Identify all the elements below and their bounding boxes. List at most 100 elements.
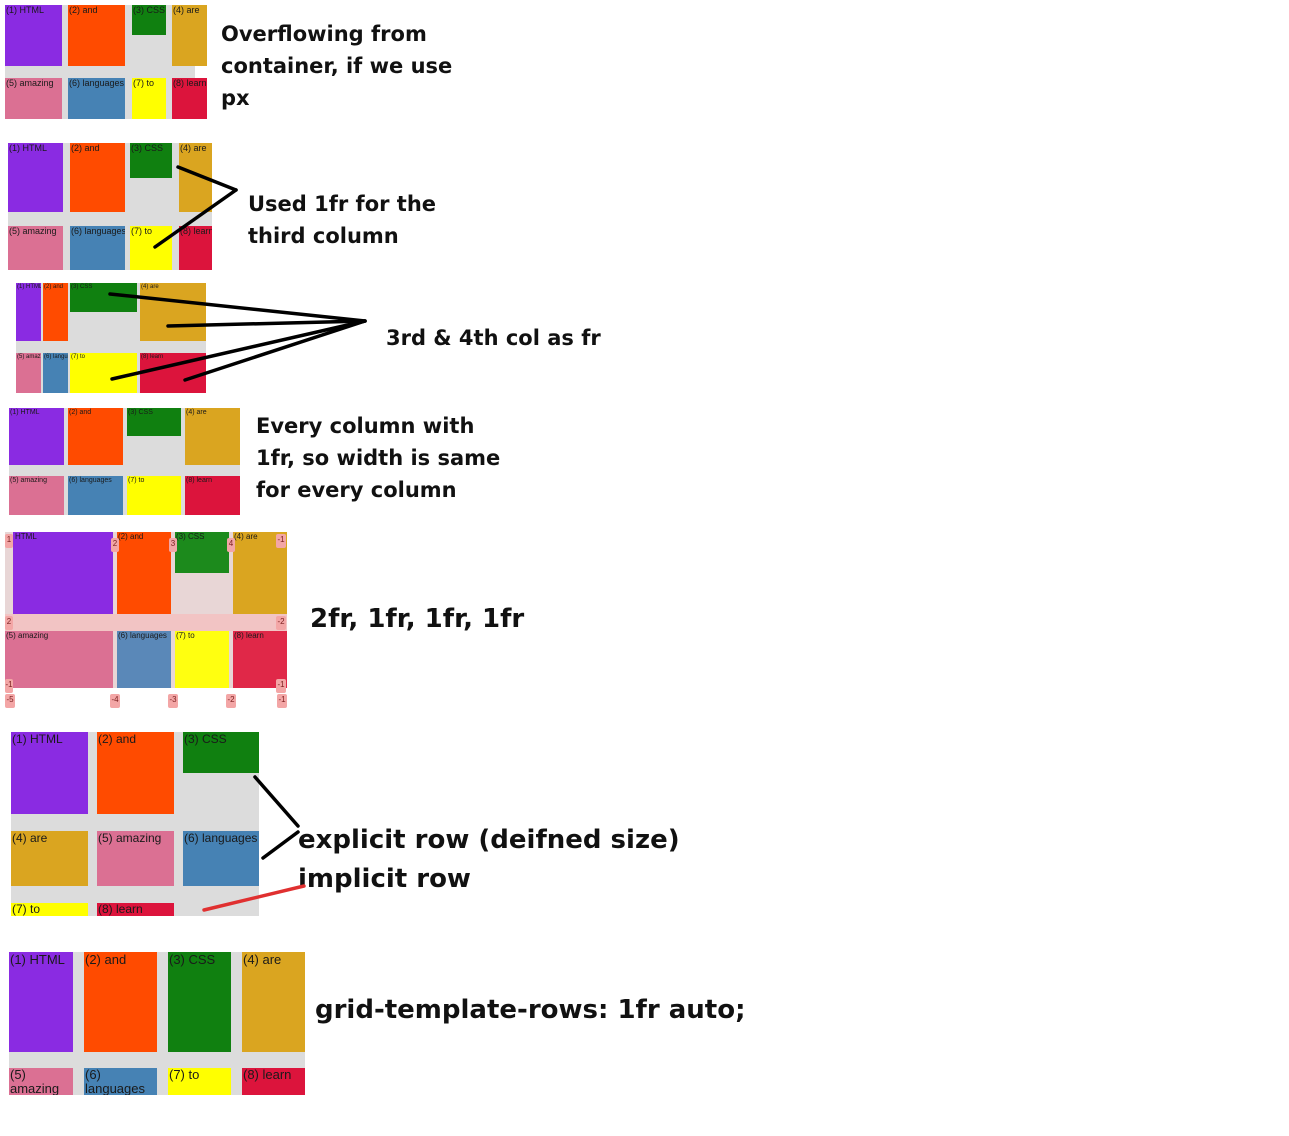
grid-item-2: (2) and (68, 5, 125, 66)
note-third-col-fr: Used 1fr for the third column (248, 188, 436, 252)
note-template-rows: grid-template-rows: 1fr auto; (315, 993, 745, 1027)
grid-item-5: (5) amazing (16, 353, 41, 393)
pointer-line (253, 775, 300, 828)
note-line: explicit row (deifned size) (298, 825, 680, 855)
note-line: grid-template-rows: 1fr auto; (315, 995, 746, 1025)
note-3rd-4th-fr: 3rd & 4th col as fr (386, 322, 601, 354)
grid-line-label: -2 (276, 616, 286, 630)
note-line: container, if we use (221, 54, 453, 78)
grid-item-1: (1) HTML (16, 283, 41, 341)
grid-item-3: (3) CSS (183, 732, 259, 773)
grid-item-3: (3) CSS (127, 408, 181, 436)
grid-item-6: (6) languages (70, 226, 125, 270)
grid-item-3: (3) CSS (175, 532, 229, 573)
grid-line-label: 3 (169, 538, 177, 552)
grid-item-6: (6) languages (183, 831, 259, 886)
grid-item-1: (1) HTML (8, 143, 63, 212)
grid-item-8: (8) learn (140, 353, 206, 393)
grid-item-6: (6) languages (117, 631, 171, 688)
grid-item-8: (8) learn (172, 78, 207, 119)
grid-item-7: (7) to (168, 1068, 231, 1095)
grid-item-8: (8) learn (97, 903, 174, 916)
grid-item-4: (4) are (11, 831, 88, 886)
grid-item-6: (6) languages (43, 353, 68, 393)
grid-example-3rd-4th-fr: (1) HTML (2) and (3) CSS (4) are (5) ama… (16, 283, 206, 393)
grid-item-8: (8) learn (185, 476, 240, 515)
grid-item-1: (1) HTML (5, 5, 62, 66)
grid-item-8: (8) learn (242, 1068, 305, 1095)
grid-item-6: (6) languages (68, 476, 123, 515)
grid-item-6: (6) languages (84, 1068, 157, 1095)
note-line: px (221, 86, 250, 110)
grid-item-1: (1) HTML (9, 408, 64, 465)
grid-item-5: (5) amazing (5, 78, 62, 119)
grid-item-7: (7) to (175, 631, 229, 688)
grid-line-label: -1 (276, 679, 286, 693)
grid-item-4: (4) are (185, 408, 240, 465)
note-2fr-1fr: 2fr, 1fr, 1fr, 1fr (310, 602, 524, 636)
grid-item-4: (4) are (242, 952, 305, 1052)
grid-item-3: (3) CSS (132, 5, 166, 35)
grid-line-label: -5 (5, 694, 15, 708)
note-line: Overflowing from (221, 22, 427, 46)
grid-item-5: (5) amazing (9, 476, 64, 515)
note-px-overflow: Overflowing from container, if we use px (221, 18, 452, 114)
grid-line-label: -1 (277, 694, 287, 708)
note-line: 1fr, so width is same (256, 446, 501, 470)
grid-line-label: 2 (111, 538, 119, 552)
grid-item-7: (7) to (130, 226, 172, 270)
pointer-line (261, 830, 300, 860)
grid-line-label: -3 (168, 694, 178, 708)
grid-item-5: (5) amazing (5, 631, 113, 688)
grid-item-2: (2) and (84, 952, 157, 1052)
grid-item-2: (2) and (117, 532, 171, 614)
note-all-1fr: Every column with 1fr, so width is same … (256, 410, 500, 506)
grid-item-5: (5) amazing (97, 831, 174, 886)
note-line: 3rd & 4th col as fr (386, 326, 601, 350)
grid-line-label: -2 (226, 694, 236, 708)
grid-item-3: (3) CSS (130, 143, 172, 178)
grid-line-label: -4 (110, 694, 120, 708)
grid-item-2: (2) and (97, 732, 174, 814)
note-line: third column (248, 224, 399, 248)
grid-item-4: (4) are (140, 283, 206, 341)
pointer-line (183, 319, 367, 382)
grid-item-3: (3) CSS (70, 283, 137, 312)
grid-row-gap (5, 614, 287, 631)
note-line: Every column with (256, 414, 475, 438)
grid-example-all-1fr: (1) HTML (2) and (3) CSS (4) are (5) ama… (9, 408, 240, 515)
grid-item-4: (4) are (179, 143, 212, 212)
grid-example-explicit-implicit-rows: (1) HTML (2) and (3) CSS (4) are (5) ama… (11, 732, 259, 916)
grid-item-2: (2) and (68, 408, 123, 465)
note-line: 2fr, 1fr, 1fr, 1fr (310, 604, 525, 634)
grid-item-7: (7) to (70, 353, 137, 393)
grid-example-devtools-overlay: HTML (2) and (3) CSS (4) are (5) amazing… (5, 532, 287, 688)
grid-item-1: HTML (13, 532, 113, 614)
grid-item-1: (1) HTML (9, 952, 73, 1052)
grid-item-8: (8) learn (233, 631, 287, 688)
note-explicit-implicit: explicit row (deifned size) implicit row (298, 821, 680, 899)
note-line: for every column (256, 478, 457, 502)
grid-example-template-rows: (1) HTML (2) and (3) CSS (4) are (5) ama… (9, 952, 305, 1095)
grid-item-4: (4) are (172, 5, 207, 66)
grid-item-7: (7) to (11, 903, 88, 916)
grid-item-7: (7) to (132, 78, 166, 119)
note-line: implicit row (298, 864, 471, 894)
grid-line-label: 1 (5, 534, 13, 548)
grid-line-label: 2 (5, 616, 13, 630)
grid-line-label: 4 (227, 538, 235, 552)
grid-item-5: (5) amazing (9, 1068, 73, 1095)
grid-item-5: (5) amazing (8, 226, 63, 270)
grid-example-px-overflow: (1) HTML (2) and (3) CSS (4) are (5) ama… (5, 5, 207, 119)
grid-item-2: (2) and (43, 283, 68, 341)
grid-line-label: -1 (276, 534, 286, 548)
grid-line-label: -1 (5, 679, 13, 693)
note-line: Used 1fr for the (248, 192, 437, 216)
grid-item-1: (1) HTML (11, 732, 88, 814)
grid-item-6: (6) languages (68, 78, 125, 119)
grid-item-8: (8) learn (179, 226, 212, 270)
grid-item-7: (7) to (127, 476, 181, 515)
grid-item-2: (2) and (70, 143, 125, 212)
grid-example-third-col-fr: (1) HTML (2) and (3) CSS (4) are (5) ama… (8, 143, 212, 270)
grid-item-3: (3) CSS (168, 952, 231, 1052)
